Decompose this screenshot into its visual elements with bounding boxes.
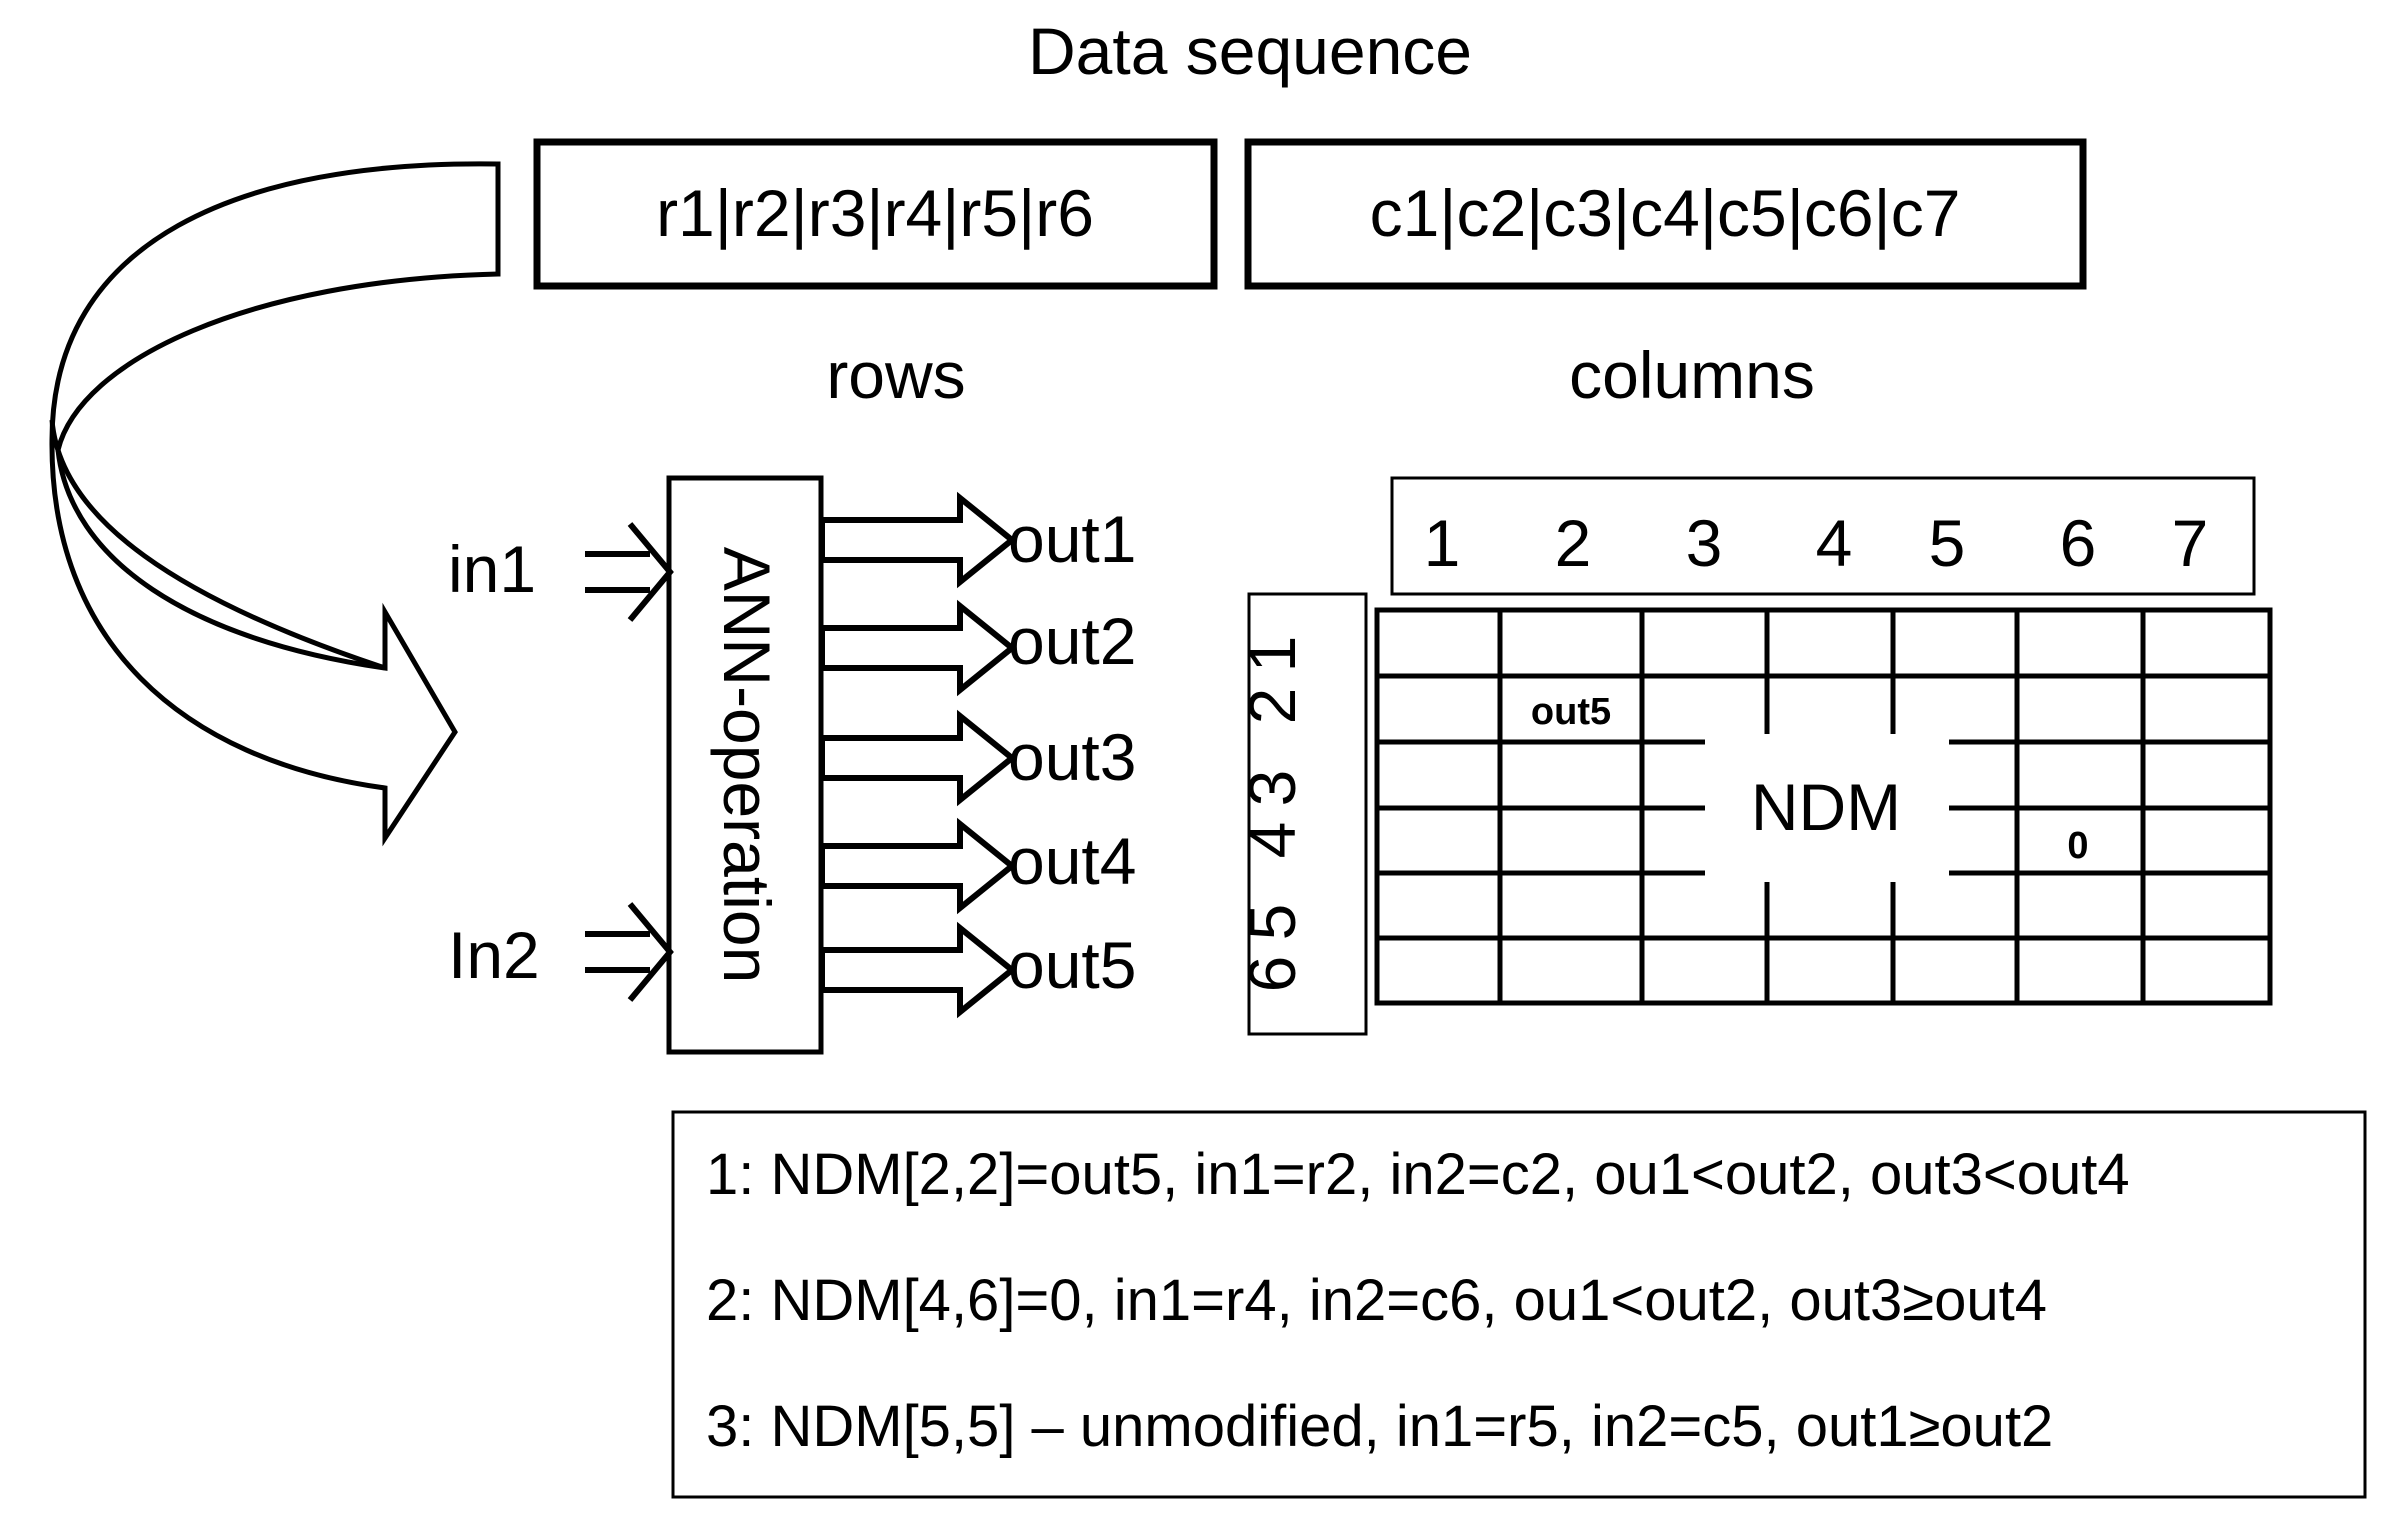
legend-line-2: 2: NDM[4,6]=0, in1=r4, in2=c6, ou1<out2,… <box>706 1268 2047 1333</box>
ndm-label: NDM <box>1751 770 1901 844</box>
legend-box <box>671 1110 2367 1499</box>
output-label-out4: out4 <box>1008 824 1136 898</box>
output-arrow-out5 <box>822 928 1012 1012</box>
output-arrow-out2 <box>822 606 1012 690</box>
rows-sequence-text: r1|r2|r3|r4|r5|r6 <box>656 176 1094 250</box>
ndm-grid <box>1374 607 2273 1006</box>
output-label-out2: out2 <box>1008 604 1136 678</box>
legend-line-1: 1: NDM[2,2]=out5, in1=r2, in2=c2, ou1<ou… <box>706 1142 2130 1207</box>
input-label-in2: In2 <box>448 918 540 992</box>
row-index: 1 <box>1235 636 1309 673</box>
output-arrow-out3 <box>822 716 1012 800</box>
output-label-out3: out3 <box>1008 720 1136 794</box>
row-index: 6 <box>1235 956 1309 993</box>
column-index: 3 <box>1686 506 1723 580</box>
rows-sequence-box <box>533 138 1218 290</box>
column-index-box <box>1390 476 2256 596</box>
output-arrow-out1 <box>822 498 1012 582</box>
columns-label: columns <box>1569 338 1815 412</box>
input-arrow-in2 <box>585 904 670 1000</box>
feed-arrow-fold <box>49 419 386 671</box>
output-arrow-out4 <box>822 824 1012 908</box>
input-label-in1: in1 <box>448 532 536 606</box>
column-index: 7 <box>2172 506 2209 580</box>
row-index: 2 <box>1235 688 1309 725</box>
ndm-cell-out5: out5 <box>1531 691 1611 733</box>
rows-label: rows <box>826 338 965 412</box>
columns-sequence-text: c1|c2|c3|c4|c5|c6|c7 <box>1370 176 1961 250</box>
ndm-cell-zero: 0 <box>2067 825 2088 867</box>
columns-sequence-box <box>1244 138 2087 290</box>
row-index: 5 <box>1235 904 1309 941</box>
ndm-center-area <box>1706 737 1946 877</box>
output-label-out5: out5 <box>1008 928 1136 1002</box>
row-index-box <box>1247 592 1368 1036</box>
column-index: 5 <box>1929 506 1966 580</box>
diagram-title: Data sequence <box>1028 14 1472 88</box>
feed-arrow-shape <box>49 161 501 847</box>
column-indices: 1 2 3 4 5 6 7 <box>1424 506 2209 580</box>
ann-operation-label: ANN-operation <box>710 547 784 984</box>
row-index: 4 <box>1235 822 1309 859</box>
legend-line-3: 3: NDM[5,5] – unmodified, in1=r5, in2=c5… <box>706 1394 2053 1459</box>
row-indices: 1 2 3 4 5 6 <box>1235 636 1309 993</box>
column-index: 1 <box>1424 506 1461 580</box>
row-index: 3 <box>1235 770 1309 807</box>
column-index: 6 <box>2060 506 2097 580</box>
input-arrow-in1 <box>585 524 670 620</box>
column-index: 2 <box>1555 506 1592 580</box>
ann-operation-block <box>666 475 824 1055</box>
output-label-out1: out1 <box>1008 502 1136 576</box>
column-index: 4 <box>1816 506 1853 580</box>
